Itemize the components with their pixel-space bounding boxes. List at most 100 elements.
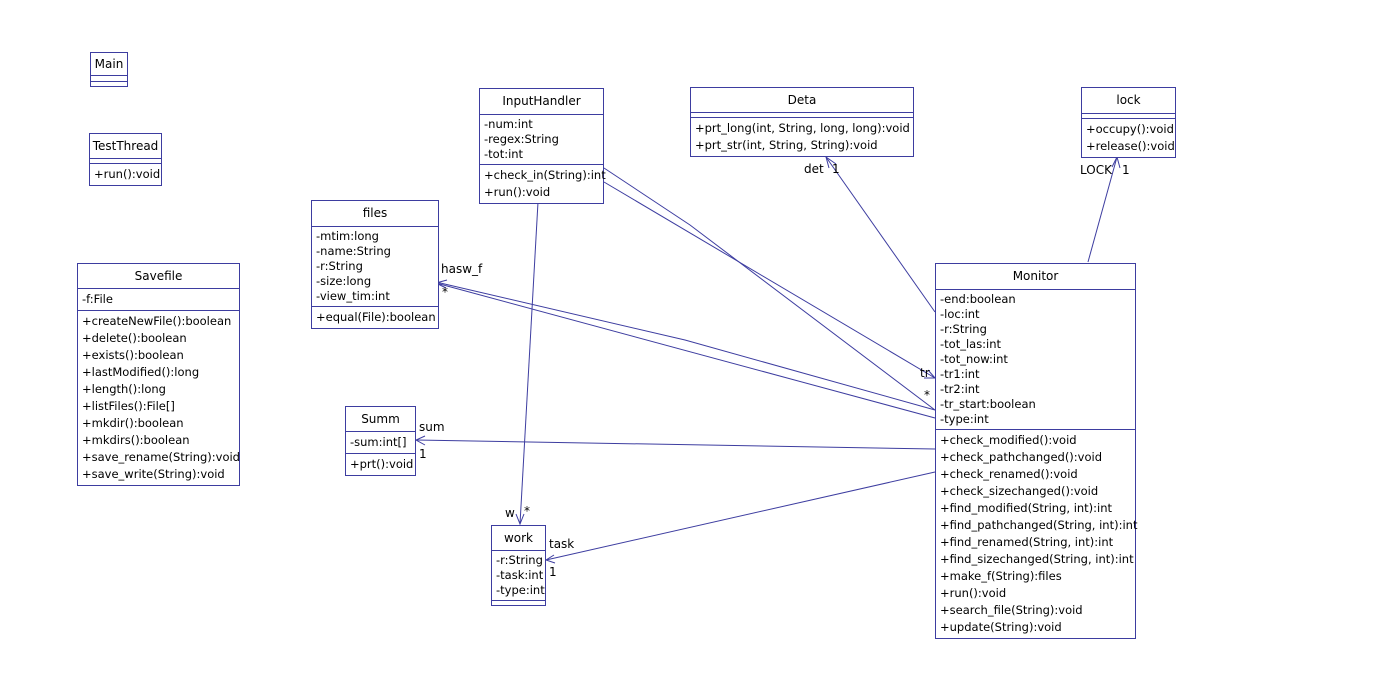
attribute: -tot_las:int (940, 337, 1002, 351)
attribute: -type:int (496, 583, 545, 597)
operation: +prt_long(int, String, long, long):void (695, 121, 910, 135)
operation: +listFiles():File[] (82, 399, 175, 413)
attribute: -type:int (940, 412, 989, 426)
operations-compartment: +createNewFile():boolean +delete():boole… (78, 311, 240, 485)
attributes-compartment (691, 113, 913, 118)
operation: +check_pathchanged():void (940, 450, 1103, 464)
multiplicity-w: * (524, 504, 530, 518)
role-label-tr: tr (920, 366, 930, 380)
attributes-compartment (1082, 114, 1175, 119)
operation: +equal(File):boolean (316, 310, 436, 324)
operation: +length():long (82, 382, 166, 396)
attributes-compartment: -f:File (78, 289, 239, 311)
edge-inputhandler-files (435, 167, 936, 411)
edge-monitor-lock (1087, 156, 1118, 263)
edge-monitor-summ (415, 439, 936, 450)
class-files[interactable]: files -mtim:long -name:String -r:String … (311, 200, 439, 329)
operation: +check_sizechanged():void (940, 484, 1099, 498)
operation: +exists():boolean (82, 348, 184, 362)
attribute: -end:boolean (940, 292, 1016, 306)
class-work[interactable]: work -r:String -task:int -type:int (491, 525, 546, 606)
operations-compartment: +equal(File):boolean (312, 307, 438, 328)
operation: +mkdir():boolean (82, 416, 184, 430)
class-name: Deta (691, 88, 913, 113)
attribute: -name:String (316, 244, 391, 258)
role-label-files: hasw_f (441, 262, 483, 276)
attribute: -mtim:long (316, 229, 379, 243)
edge-monitor-files (435, 282, 936, 419)
operation: +search_file(String):void (940, 603, 1083, 617)
class-deta[interactable]: Deta +prt_long(int, String, long, long):… (690, 87, 914, 157)
operation: +find_modified(String, int):int (940, 501, 1113, 515)
operation: +save_rename(String):void (82, 450, 240, 464)
operation: +check_renamed():void (940, 467, 1078, 481)
attributes-compartment: -end:boolean -loc:int -r:String -tot_las… (936, 290, 1135, 430)
operation: +save_write(String):void (82, 467, 225, 481)
operation: +find_sizechanged(String, int):int (940, 552, 1134, 566)
class-name: Main (91, 53, 127, 76)
operation: +createNewFile():boolean (82, 314, 232, 328)
operation: +run():void (940, 586, 1007, 600)
operation: +prt_str(int, String, String):void (695, 138, 878, 152)
operation: +occupy():void (1086, 122, 1174, 136)
operation: +run():void (94, 167, 161, 181)
attribute: -view_tim:int (316, 289, 390, 303)
attribute: -r:String (940, 322, 987, 336)
attributes-compartment (91, 76, 127, 82)
multiplicity-sum: 1 (419, 447, 427, 461)
operations-compartment (91, 82, 127, 87)
operations-compartment: +occupy():void +release():void (1082, 119, 1175, 157)
class-name: TestThread (90, 134, 161, 159)
operations-compartment (492, 601, 545, 605)
operation: +release():void (1086, 139, 1175, 153)
operation: +delete():boolean (82, 331, 187, 345)
attribute: -tr2:int (940, 382, 980, 396)
class-savefile[interactable]: Savefile -f:File +createNewFile():boolea… (77, 263, 240, 486)
attribute: -f:File (82, 292, 113, 306)
attribute: -tr1:int (940, 367, 980, 381)
multiplicity-task: 1 (549, 565, 557, 579)
class-name: InputHandler (480, 89, 603, 115)
arrowhead-w (515, 513, 525, 526)
multiplicity-deta: 1 (832, 162, 840, 176)
class-lock[interactable]: lock +occupy():void +release():void (1081, 87, 1176, 158)
edge-monitor-deta (825, 156, 936, 313)
arrowhead-deta-b (825, 156, 837, 165)
operations-compartment: +prt_long(int, String, long, long):void … (691, 118, 913, 156)
attribute: -sum:int[] (350, 435, 407, 449)
arrowhead-work (544, 554, 556, 564)
operation: +check_modified():void (940, 433, 1077, 447)
class-inputhandler[interactable]: InputHandler -num:int -regex:String -tot… (479, 88, 606, 204)
operations-compartment: +check_modified():void +check_pathchange… (936, 430, 1137, 638)
role-label-w: w (505, 506, 515, 520)
operation: +run():void (484, 185, 551, 199)
role-label-task: task (549, 537, 575, 551)
attribute: -tot:int (484, 147, 524, 161)
attribute: -regex:String (484, 132, 559, 146)
operation: +find_renamed(String, int):int (940, 535, 1114, 549)
class-name: Monitor (936, 264, 1135, 290)
multiplicity-files: * (442, 285, 448, 299)
arrowhead-summ (414, 435, 426, 446)
class-testthread[interactable]: TestThread +run():void (89, 133, 162, 186)
class-summ[interactable]: Summ -sum:int[] +prt():void (345, 406, 416, 476)
multiplicity-tr: * (924, 388, 930, 402)
role-label-lock: LOCK (1080, 163, 1112, 177)
operations-compartment: +check_in(String):int +run():void (480, 165, 606, 203)
attribute: -tot_now:int (940, 352, 1008, 366)
attribute: -tr_start:boolean (940, 397, 1036, 411)
operation: +make_f(String):files (940, 569, 1062, 583)
class-main[interactable]: Main (90, 52, 128, 87)
attributes-compartment: -num:int -regex:String -tot:int (480, 115, 603, 165)
attributes-compartment: -mtim:long -name:String -r:String -size:… (312, 227, 438, 307)
operation: +update(String):void (940, 620, 1062, 634)
attribute: -num:int (484, 117, 533, 131)
attributes-compartment (90, 159, 161, 164)
class-monitor[interactable]: Monitor -end:boolean -loc:int -r:String … (935, 263, 1137, 639)
arrowhead-tr-b (927, 369, 936, 379)
operation: +lastModified():long (82, 365, 200, 379)
operation: +check_in(String):int (484, 168, 606, 182)
attribute: -task:int (496, 568, 544, 582)
class-name: Summ (346, 407, 415, 432)
operations-compartment: +run():void (90, 164, 161, 185)
